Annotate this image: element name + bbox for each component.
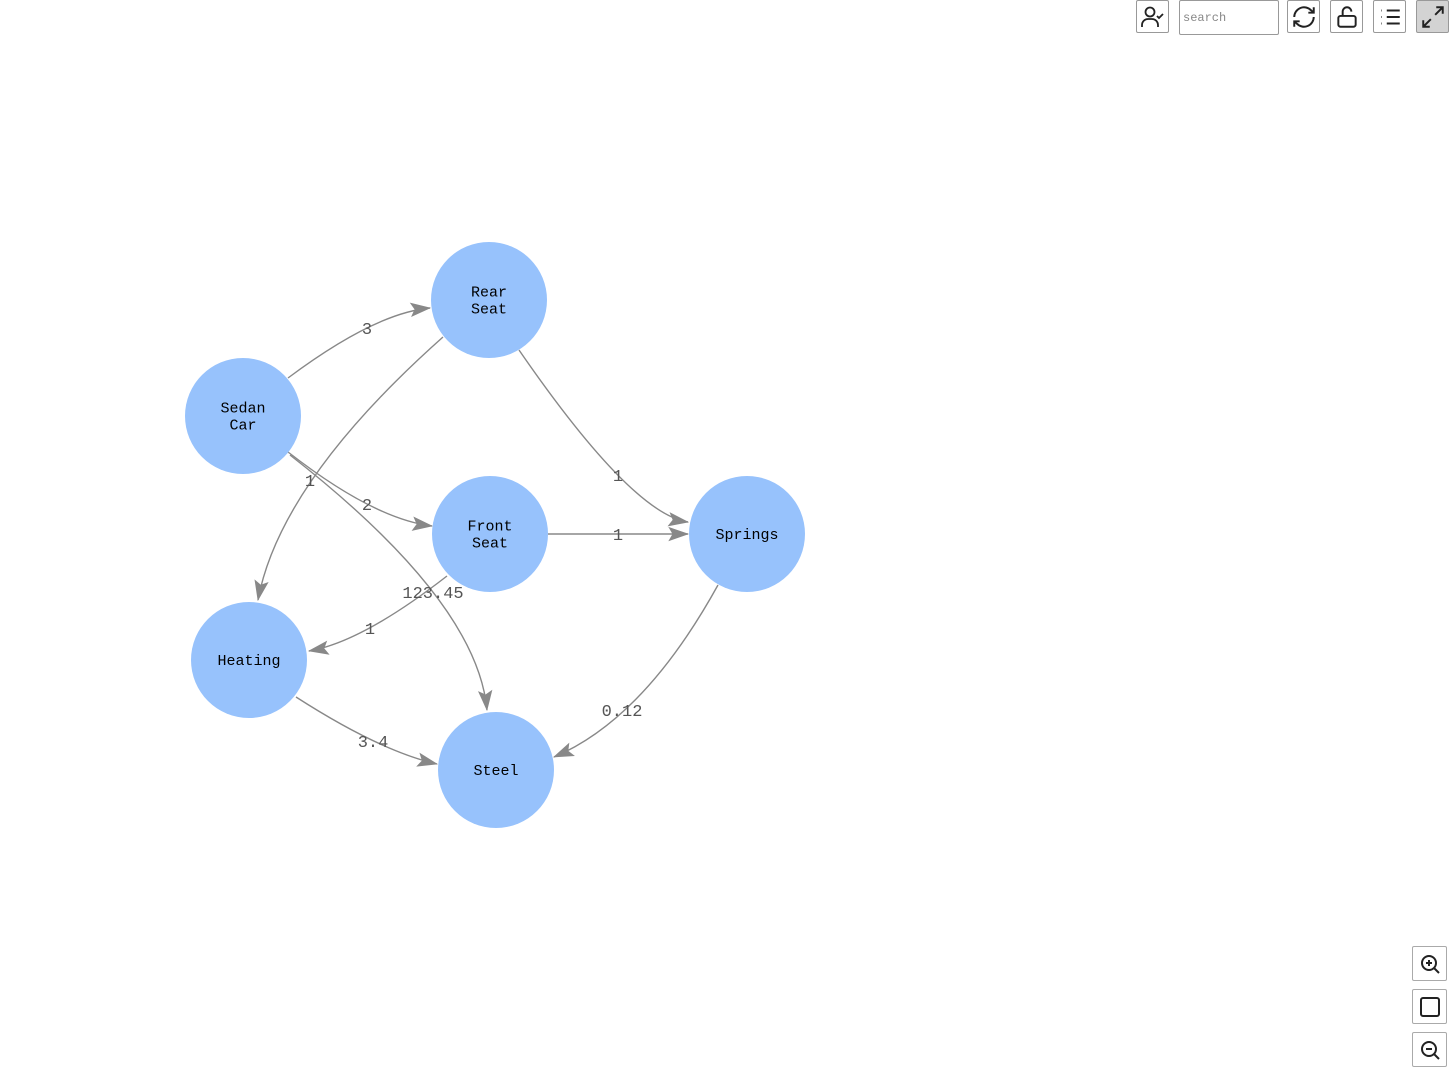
zoom-in-button[interactable] [1412, 946, 1447, 981]
node-label: Rear [471, 285, 507, 302]
node-circle[interactable] [689, 476, 805, 592]
fit-icon [1419, 996, 1440, 1017]
node-label: Car [229, 418, 256, 435]
node-label: Seat [472, 536, 508, 553]
node-circle[interactable] [191, 602, 307, 718]
edge-heating-steel[interactable] [295, 696, 439, 767]
expand-icon [1421, 5, 1444, 28]
edge-label: 0.12 [602, 703, 643, 722]
node-label: Front [467, 519, 512, 536]
node-label: Heating [217, 653, 280, 670]
list-button[interactable] [1373, 0, 1406, 33]
edge-label: 3 [362, 321, 372, 340]
node-circle[interactable] [432, 476, 548, 592]
list-icon [1380, 9, 1400, 24]
zoom-in-icon [1420, 954, 1440, 974]
edge-front-heating[interactable] [307, 575, 448, 655]
select-user-button[interactable] [1136, 0, 1169, 33]
node-steel[interactable]: Steel [438, 712, 554, 828]
edge-sedan-rear[interactable] [287, 302, 432, 379]
node-label: Springs [715, 527, 778, 544]
refresh-button[interactable] [1287, 0, 1320, 33]
zoom-out-icon [1420, 1040, 1440, 1060]
edge-label: 1 [613, 468, 623, 487]
node-springs[interactable]: Springs [689, 476, 805, 592]
fullscreen-button[interactable] [1416, 0, 1449, 33]
node-label: Seat [471, 302, 507, 319]
edge-label: 1 [613, 527, 623, 546]
node-circle[interactable] [431, 242, 547, 358]
edge-label: 1 [365, 621, 375, 640]
edge-rear-heating[interactable] [254, 336, 444, 602]
node-label: Steel [473, 763, 518, 780]
search-input[interactable] [1179, 0, 1279, 35]
unlock-icon [1336, 5, 1357, 28]
node-heating[interactable]: Heating [191, 602, 307, 718]
node-label: Sedan [220, 401, 265, 418]
user-check-icon [1140, 6, 1164, 27]
zoom-out-button[interactable] [1412, 1032, 1447, 1067]
node-circle[interactable] [438, 712, 554, 828]
edge-sedan-front[interactable] [287, 451, 434, 531]
edge-label: 2 [362, 497, 372, 516]
edge-rear-springs[interactable] [518, 349, 690, 527]
fit-button[interactable] [1412, 989, 1447, 1024]
edge-sedan-steel[interactable] [289, 454, 493, 712]
lock-button[interactable] [1330, 0, 1363, 33]
node-circle[interactable] [185, 358, 301, 474]
edge-label: 123.45 [402, 585, 463, 604]
refresh-icon [1292, 5, 1315, 28]
edge-label: 3.4 [358, 734, 389, 753]
edge-label: 1 [305, 473, 315, 492]
edge-springs-steel[interactable] [552, 584, 719, 758]
